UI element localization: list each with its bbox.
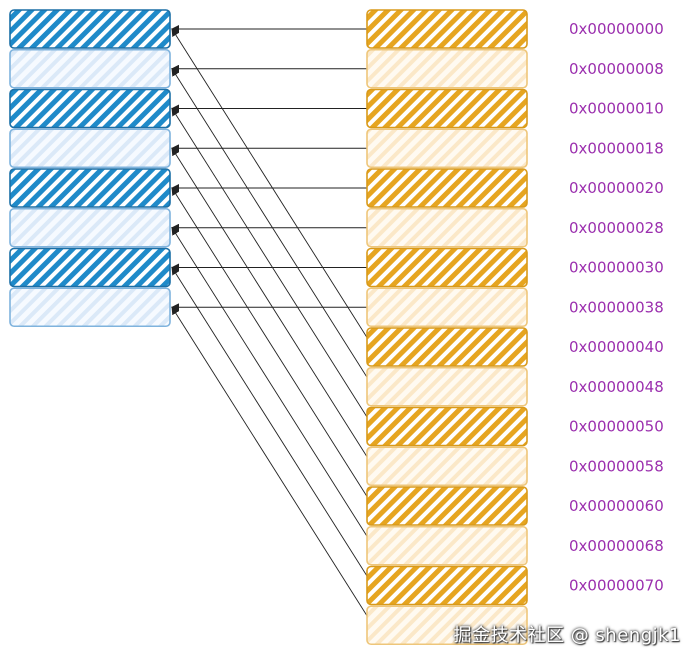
memory-block-5 [366,207,528,248]
address-label: 0x00000068 [569,537,664,555]
cache-line-3 [9,128,171,169]
mapping-arrow-15 [171,306,374,626]
mapping-arrow-12 [171,187,374,507]
cache-line-7 [9,287,171,328]
memory-block-0 [366,9,528,49]
mapping-arrow-8 [171,28,374,348]
mapping-arrow-14 [171,266,374,586]
memory-block-6 [366,247,528,288]
memory-block-14 [366,565,528,606]
cache-line-4 [9,168,171,208]
memory-block-4 [366,168,528,208]
address-label: 0x00000028 [569,219,664,237]
mapping-arrow-11 [171,147,374,467]
cache-lines [9,9,171,328]
address-label: 0x00000070 [569,577,664,595]
address-labels: 0x00000000 0x00000008 0x00000010 0x00000018… [569,20,664,595]
memory-block-3 [366,128,528,169]
memory-block-9 [366,366,528,407]
cache-line-6 [9,247,171,288]
address-label: 0x00000000 [569,20,664,38]
mapping-arrow-10 [171,107,374,427]
address-label: 0x00000008 [569,60,664,78]
memory-block-12 [366,486,528,526]
memory-block-13 [366,525,528,566]
memory-block-11 [366,446,528,487]
address-label: 0x00000038 [569,298,664,316]
mapping-arrows [171,25,374,626]
address-label: 0x00000058 [569,457,664,475]
memory-block-8 [366,327,528,367]
watermark: 掘金技术社区 @ shengjk1 [453,625,681,646]
memory-block-2 [366,88,528,129]
cache-line-2 [9,88,171,129]
address-label: 0x00000060 [569,497,664,515]
mapping-arrow-9 [171,67,374,387]
address-label: 0x00000018 [569,139,664,157]
address-label: 0x00000040 [569,338,664,356]
memory-block-1 [366,48,528,89]
mapping-arrow-13 [171,226,374,546]
memory-block-15 [366,605,528,646]
memory-block-10 [366,406,528,447]
address-label: 0x00000048 [569,378,664,396]
address-label: 0x00000020 [569,179,664,197]
address-label: 0x00000050 [569,418,664,436]
address-label: 0x00000030 [569,259,664,277]
address-label: 0x00000010 [569,100,664,118]
cache-line-1 [9,48,171,89]
cache-line-5 [9,207,171,248]
memory-block-7 [366,287,528,328]
cache-line-0 [9,9,171,49]
memory-blocks [366,9,528,646]
